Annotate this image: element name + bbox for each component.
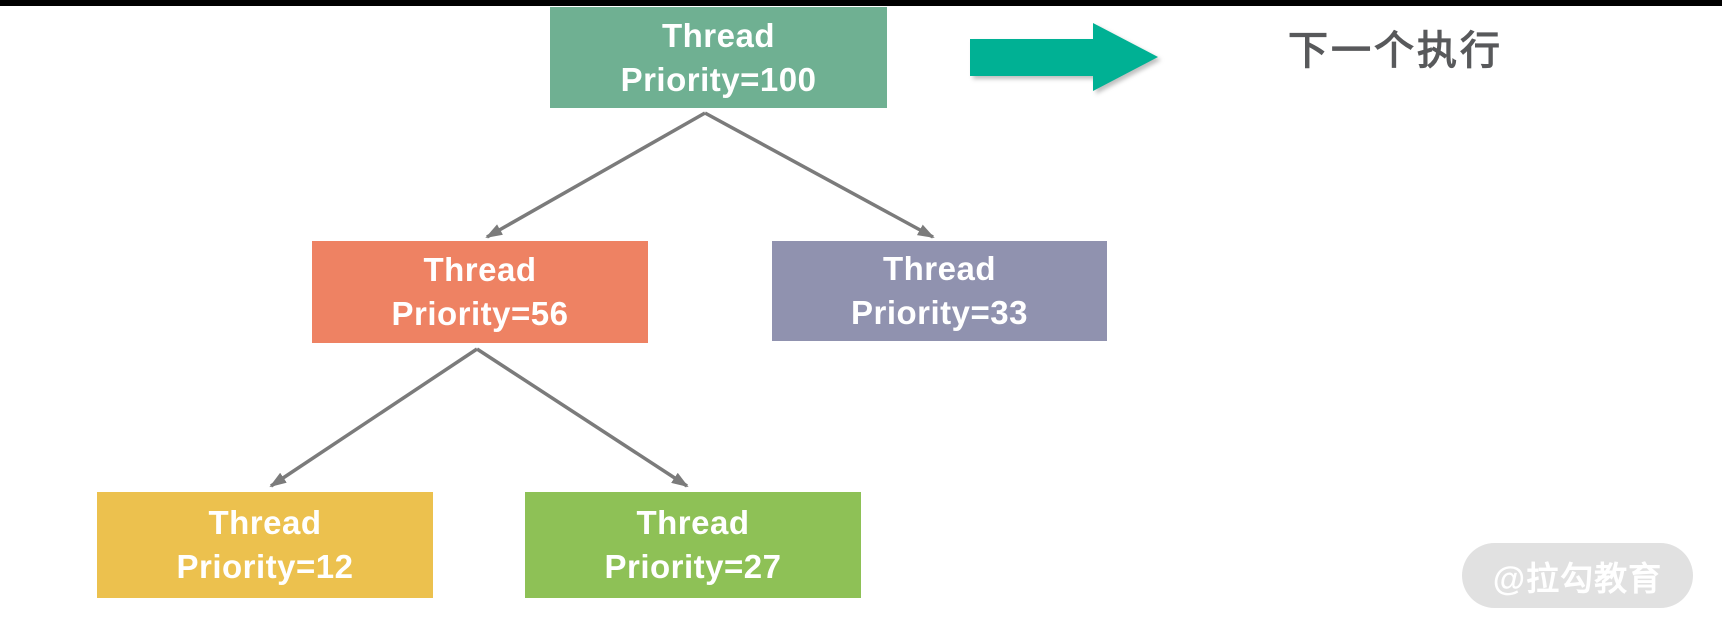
edge-root-to-56 (485, 111, 706, 239)
edge-56-to-27 (476, 347, 689, 488)
watermark-text: @拉勾教育 (1492, 559, 1663, 597)
edge-56-to-12 (269, 347, 478, 488)
node-thread-priority-56: Thread Priority=56 (312, 241, 648, 343)
node-label-line1: Thread (882, 250, 997, 287)
node-label-line2: Priority=12 (176, 548, 354, 585)
edge-root-to-33 (704, 111, 935, 239)
top-black-bar (0, 0, 1722, 6)
watermark-badge: @拉勾教育 (1462, 543, 1693, 608)
node-label-line2: Priority=56 (391, 295, 569, 332)
node-label-line1: Thread (423, 251, 537, 288)
node-label-line1: Thread (636, 504, 750, 541)
node-label-line2: Priority=27 (604, 548, 782, 585)
node-thread-priority-27: Thread Priority=27 (525, 492, 861, 598)
next-execute-label: 下一个执行 (1288, 29, 1503, 73)
edge-group (269, 111, 935, 488)
node-thread-priority-100: Thread Priority=100 (550, 7, 887, 108)
node-label-line1: Thread (208, 504, 322, 541)
node-label-line2: Priority=33 (850, 294, 1028, 331)
node-label-line2: Priority=100 (620, 60, 817, 98)
node-thread-priority-33: Thread Priority=33 (772, 241, 1107, 341)
node-thread-priority-12: Thread Priority=12 (97, 492, 433, 598)
right-arrow-icon (970, 23, 1158, 91)
next-execute-arrow-icon (970, 23, 1158, 91)
node-label-line1: Thread (661, 16, 776, 54)
